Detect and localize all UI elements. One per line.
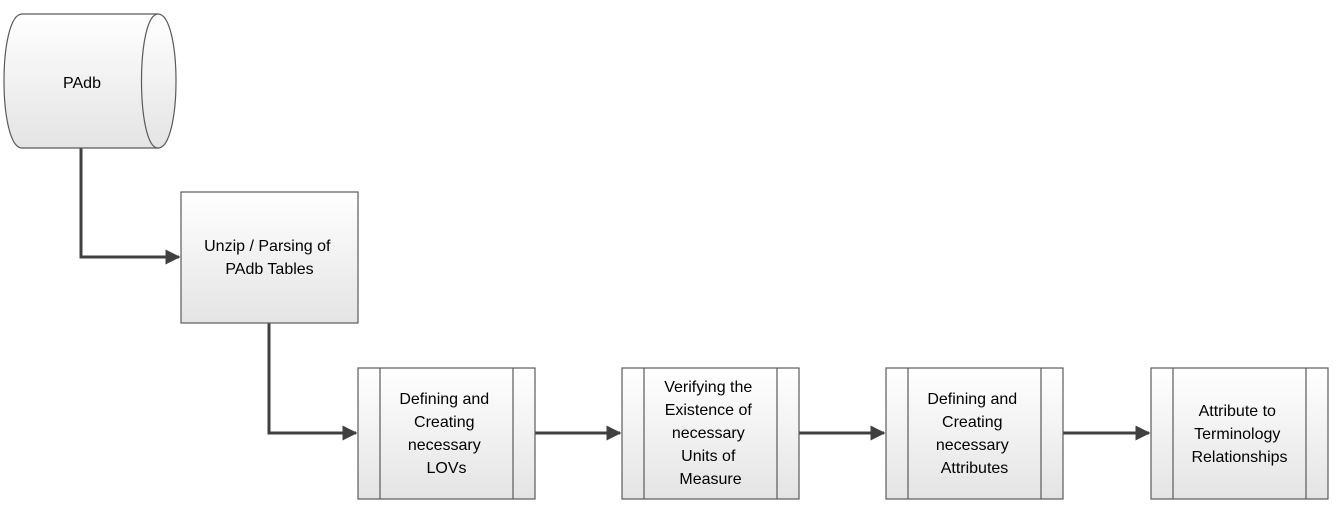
connectors: [79, 148, 1151, 441]
process-box: [180, 191, 359, 324]
label-line: Terminology: [1194, 426, 1280, 443]
label-line: Attribute to: [1199, 403, 1276, 420]
label-line: necessary: [408, 437, 481, 454]
process-defining-lovs[interactable]: Defining and Creating necessary LOVs: [357, 367, 536, 500]
label-line: necessary: [672, 425, 745, 442]
process-label: Unzip / Parsing of PAdb Tables: [204, 238, 335, 278]
label-line: Creating: [942, 414, 1002, 431]
process-box: [1150, 367, 1329, 500]
database-inner-curve: [140, 13, 159, 149]
process-attribute-terminology-relationships[interactable]: Attribute to Terminology Relationships: [1150, 367, 1329, 500]
label-line: LOVs: [426, 460, 466, 477]
label-line: Relationships: [1191, 449, 1287, 466]
process-label: Attribute to Terminology Relationships: [1191, 403, 1287, 466]
label-line: PAdb Tables: [225, 261, 313, 278]
label-line: Defining and: [399, 391, 489, 408]
label-line: Defining and: [927, 391, 1017, 408]
process-verifying-units-of-measure[interactable]: Verifying the Existence of necessary Uni…: [621, 367, 800, 500]
database-padb[interactable]: PAdb: [3, 13, 177, 149]
process-label: Verifying the Existence of necessary Uni…: [664, 379, 757, 488]
arrow-unzip-to-lovs: [267, 323, 358, 441]
process-box: [885, 367, 1064, 500]
process-unzip-parsing[interactable]: Unzip / Parsing of PAdb Tables: [180, 191, 359, 324]
label-line: Attributes: [941, 460, 1009, 477]
process-label: Defining and Creating necessary LOVs: [399, 391, 493, 477]
process-box: [357, 367, 536, 500]
label-line: Measure: [679, 471, 741, 488]
label-line: Units of: [681, 448, 736, 465]
database-label: PAdb: [63, 75, 101, 92]
arrow-database-to-unzip: [79, 148, 181, 265]
label-line: Existence of: [665, 402, 753, 419]
label-line: Unzip / Parsing of: [204, 238, 331, 255]
label-line: Verifying the: [664, 379, 752, 396]
process-defining-attributes[interactable]: Defining and Creating necessary Attribut…: [885, 367, 1064, 500]
process-box: [621, 367, 800, 500]
label-line: Creating: [414, 414, 474, 431]
process-label: Defining and Creating necessary Attribut…: [927, 391, 1021, 477]
label-line: necessary: [936, 437, 1009, 454]
